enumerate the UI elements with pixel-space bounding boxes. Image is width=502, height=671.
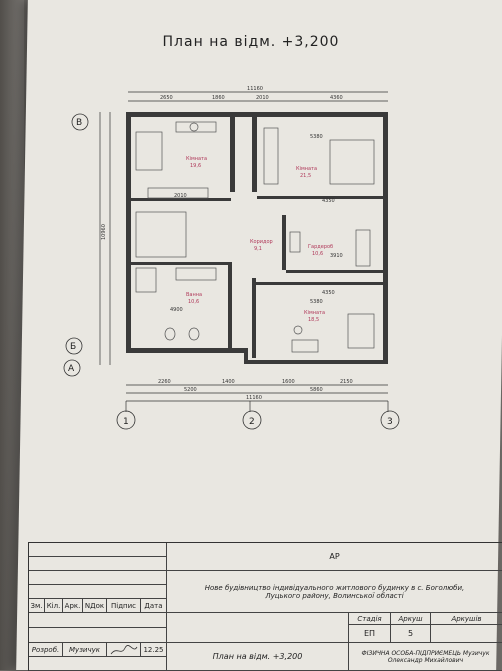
organization: ФІЗИЧНА ОСОБА-ПІДПРИЄМЕЦЬ Музичук Олекса… [349,643,502,671]
signature-scribble [110,644,137,654]
room-2-area: 21,5 [300,173,311,179]
room-5-name: Ванна [186,292,202,298]
inner-dim-4: 4350 [322,290,335,296]
top-dim-3: 2010 [256,95,269,101]
bottom-dim-3: 2260 [158,379,171,385]
bottom-dim-5: 1600 [282,379,295,385]
drawing-title: План на відм. +3,200 [162,34,340,50]
stage-value: ЕП [349,625,391,643]
room-3-area: 9,1 [254,246,262,252]
axis-b: Б [70,342,76,352]
top-dim-4: 4360 [330,95,343,101]
axis-v: В [76,118,82,128]
inner-dim-1: 5380 [310,134,323,140]
sign-date: 12.25 [141,643,167,657]
stage-header: Стадія [349,613,391,625]
signature [107,643,141,657]
room-1-area: 19,6 [190,163,201,169]
author-name: Музичук [63,643,107,657]
axis-3: 3 [387,417,393,427]
top-dim-2: 1860 [212,95,225,101]
axis-a: А [68,364,75,374]
inner-dim-5: 5380 [310,299,323,305]
inner-dim-2: 4350 [322,198,335,204]
bottom-dim-6: 2150 [340,379,353,385]
room-1-name: Кімната [186,156,207,162]
doc-code: АР [167,543,502,571]
bottom-overall: 11160 [246,395,262,401]
role-label: Розроб. [29,643,63,657]
sheets-value [431,625,502,643]
room-3-name: Коридор [250,239,273,245]
room-5-area: 10,6 [188,299,199,305]
sheet-title: План на відм. +3,200 [167,643,349,671]
header-change: Зм. [29,599,45,613]
header-doc: NДок [83,599,107,613]
header-date: Дата [141,599,167,613]
bottom-dim-1: 5200 [184,387,197,393]
header-qty: Кіл. [45,599,63,613]
sheets-header: Аркушів [431,613,502,625]
top-dim-1: 2650 [160,95,173,101]
room-4-area: 10,6 [312,251,323,257]
overall-width-label: 11160 [247,86,263,92]
room-6-area: 18,5 [308,317,319,323]
inner-dim-7: 2010 [174,193,187,199]
bottom-dim-2: 5860 [310,387,323,393]
title-block: АР Нове будівництво індивідуального житл… [28,542,502,671]
header-sign: Підпис [107,599,141,613]
bottom-dim-4: 1400 [222,379,235,385]
header-sheet: Арк. [63,599,83,613]
room-4-name: Гардероб [308,244,333,250]
room-6-name: Кімната [304,310,325,316]
floor-plan: 11160 2650 1860 2010 4360 10960 В Б А [63,86,400,430]
inner-dim-6: 4900 [170,307,183,313]
sheet-value: 5 [391,625,431,643]
inner-dim-3: 3910 [330,253,343,259]
project-title: Нове будівництво індивідуального житлово… [167,571,502,613]
sheet-header: Аркуш [391,613,431,625]
axis-1: 1 [123,417,129,427]
room-2-name: Кімната [296,166,317,172]
axis-2: 2 [249,417,255,427]
overall-height-label: 10960 [101,224,107,240]
